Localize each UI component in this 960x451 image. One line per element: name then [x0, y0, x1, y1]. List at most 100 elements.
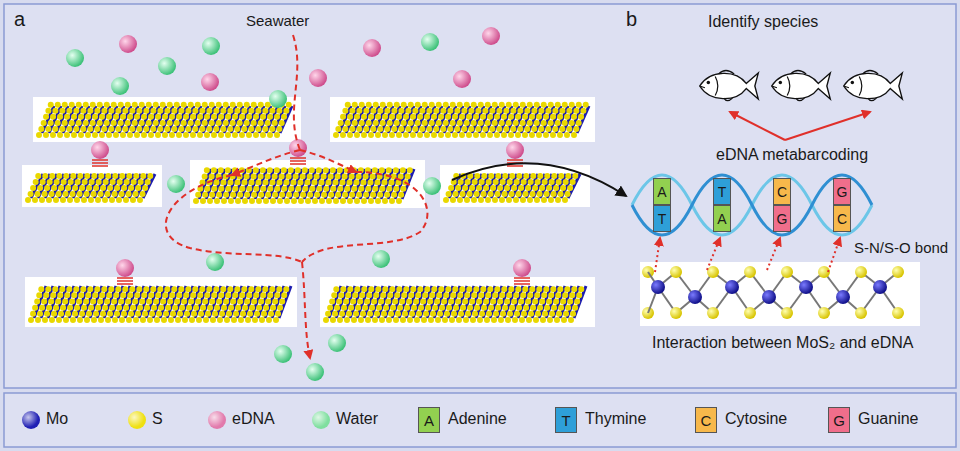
mo-atom: [651, 280, 665, 294]
figure-label: S-N/S-O bond: [852, 239, 950, 256]
legend-sphere: [208, 411, 226, 429]
legend-letter: C: [701, 412, 712, 429]
legend-base-box: T: [555, 407, 577, 433]
legend-letter: G: [833, 412, 845, 429]
s-atom: [744, 266, 756, 278]
legend-letter: T: [561, 412, 570, 429]
base-letter: T: [718, 184, 727, 200]
s-atom: [670, 266, 682, 278]
mo-atom: [799, 280, 813, 294]
base-letter: T: [658, 211, 667, 227]
mo-atom: [873, 280, 887, 294]
fish-icon: [772, 71, 831, 101]
base-letter: C: [837, 211, 847, 227]
legend-text: Adenine: [448, 410, 507, 428]
s-row: [574, 104, 586, 135]
sheet-ground: [320, 277, 595, 327]
s-row: [277, 104, 289, 135]
sheet-ground: [330, 97, 595, 142]
pointer-arrow: [452, 163, 626, 196]
sheet-ground: [190, 160, 425, 208]
figure-label: eDNA metabarcoding: [716, 146, 868, 164]
legend-letter: A: [424, 412, 434, 429]
mos2-sheet: [25, 277, 297, 327]
base-box: C: [773, 178, 791, 205]
base-box: G: [833, 178, 851, 205]
base-letter: C: [777, 184, 787, 200]
figure-label: Identify species: [708, 13, 818, 31]
legend-sphere: [128, 411, 146, 429]
base-letter: A: [657, 184, 666, 200]
s-atom: [670, 307, 682, 319]
base-box: A: [713, 205, 731, 232]
mo-atom: [688, 290, 702, 304]
legend-text: Thymine: [585, 410, 646, 428]
figure-label: Interaction between MoS₂ and eDNA: [652, 334, 913, 352]
s-atom: [892, 266, 904, 278]
legend-sphere: [312, 411, 330, 429]
legend-text: eDNA: [232, 410, 275, 428]
s-row: [565, 172, 577, 200]
base-box: A: [653, 178, 671, 205]
s-row: [140, 172, 152, 200]
base-box: G: [773, 205, 791, 232]
figure-label: a: [14, 8, 25, 31]
figure-label: b: [626, 8, 637, 31]
base-letter: G: [837, 184, 848, 200]
legend-sphere: [22, 411, 40, 429]
sheet-ground: [25, 277, 297, 327]
s-atom: [892, 307, 904, 319]
mos2-sheet: [22, 165, 162, 207]
s-atom: [781, 266, 793, 278]
legend-text: Mo: [46, 410, 68, 428]
legend-base-box: C: [695, 407, 717, 433]
fish-icon: [700, 71, 759, 101]
bond-arrows: [655, 238, 840, 272]
sheet-ground: [440, 165, 590, 207]
base-letter: G: [777, 211, 788, 227]
legend-ground: [4, 393, 956, 447]
mos2-sheet: [320, 277, 595, 327]
mos2-sheet: [440, 165, 590, 207]
mos2-sheet: [33, 97, 301, 142]
sheet-ground: [22, 165, 162, 207]
species-arrows: [730, 112, 870, 140]
s-atom: [707, 307, 719, 319]
lattice-ground: [640, 262, 920, 326]
legend-text: S: [152, 410, 163, 428]
base-letter: A: [717, 211, 726, 227]
legend-text: Water: [336, 410, 378, 428]
s-atom: [744, 307, 756, 319]
base-box: C: [833, 205, 851, 232]
adsorbed-edna: [91, 139, 531, 284]
mos2-lattice: [640, 262, 920, 326]
mo-atom: [836, 290, 850, 304]
mos2-sheet: [190, 160, 425, 208]
s-atom: [855, 307, 867, 319]
s-atom: [707, 266, 719, 278]
sheet-ground: [33, 97, 301, 142]
mos2-sheets: [22, 97, 595, 327]
s-atom: [818, 307, 830, 319]
s-atom: [855, 266, 867, 278]
mos2-sheet: [330, 97, 595, 142]
base-box: T: [653, 205, 671, 232]
legend-base-box: A: [418, 407, 440, 433]
s-row: [276, 284, 288, 320]
s-atom: [781, 307, 793, 319]
legend-base-box: G: [828, 407, 850, 433]
seawater-spheres: [66, 27, 500, 381]
panel-ground: [4, 4, 956, 388]
s-row: [571, 284, 583, 320]
legend-text: Cytosine: [725, 410, 787, 428]
base-box: T: [713, 178, 731, 205]
legend-text: Guanine: [858, 410, 919, 428]
fish-icon: [844, 71, 903, 101]
dna-helix: [632, 175, 872, 235]
water-flow-path: [166, 35, 428, 358]
mo-atom: [725, 280, 739, 294]
mo-atom: [762, 290, 776, 304]
figure-label: Seawater: [246, 12, 309, 29]
